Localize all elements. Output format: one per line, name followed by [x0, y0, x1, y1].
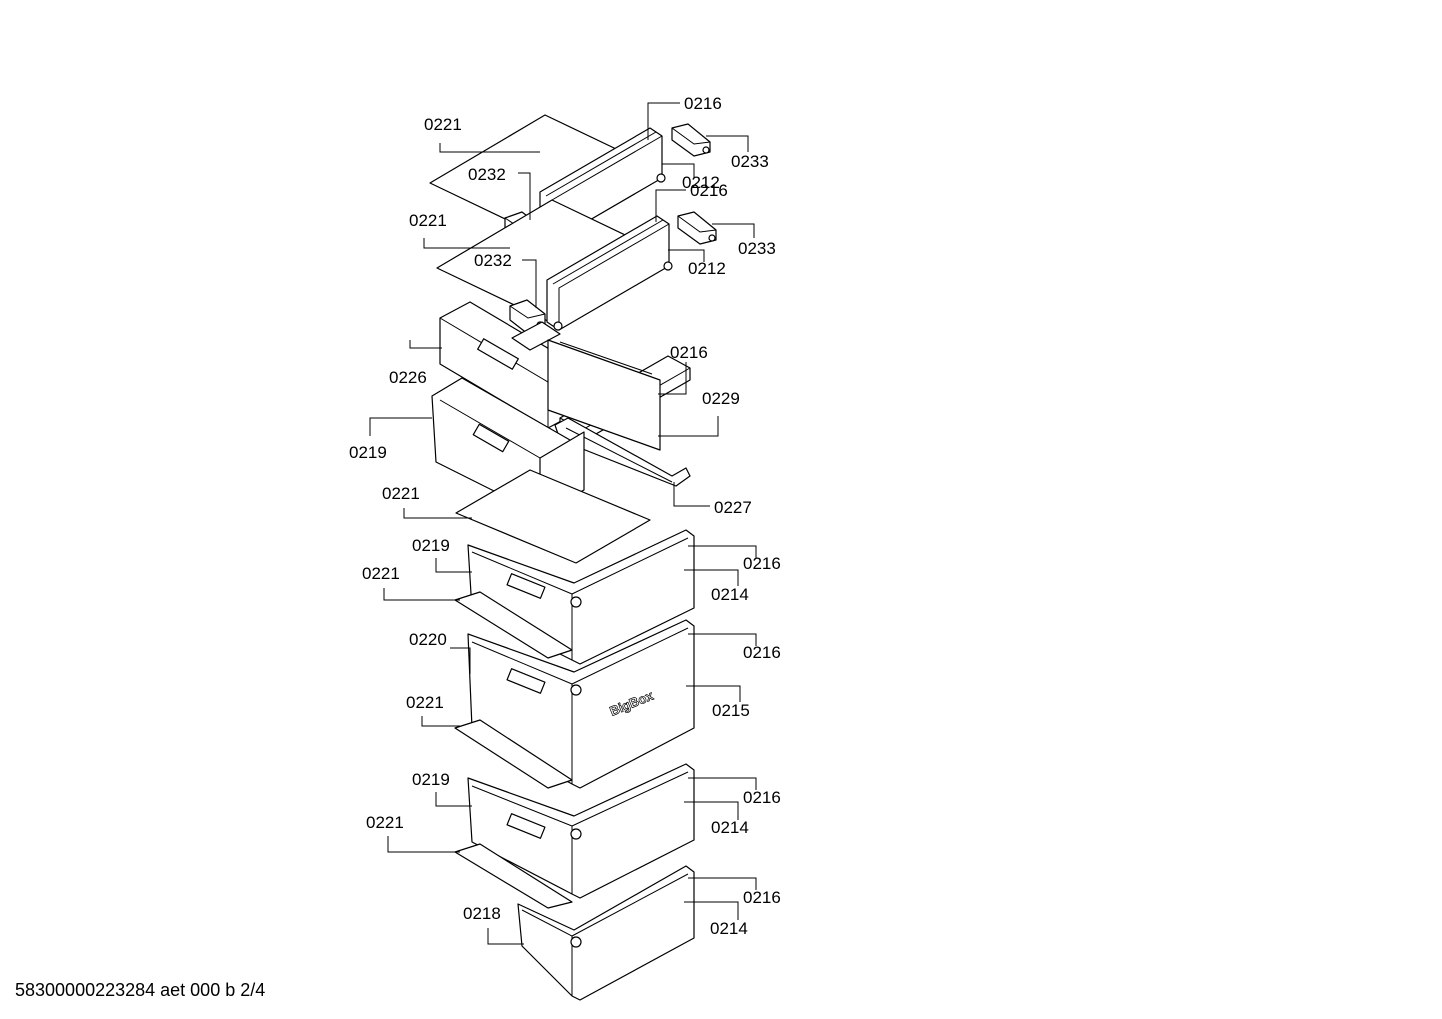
part-label: 0232 [474, 251, 512, 270]
part-label: 0214 [711, 818, 749, 837]
part-label: 0219 [412, 770, 450, 789]
part-label: 0216 [690, 181, 728, 200]
part-label: 0212 [682, 173, 720, 192]
part-label: 0219 [412, 536, 450, 555]
leader-lines [369, 102, 757, 945]
part-label: 0221 [424, 115, 462, 134]
document-id: 58300000223284 aet 000 b 2/4 [15, 980, 266, 1000]
part-label: 0219 [349, 443, 387, 462]
glass-shelf-third[interactable] [455, 469, 651, 564]
part-label: 0216 [743, 888, 781, 907]
part-label: 0216 [670, 343, 708, 362]
part-label: 0233 [731, 152, 769, 171]
part-label: 0214 [711, 585, 749, 604]
drawer-floor-middle-lower[interactable] [454, 843, 573, 909]
part-label: 0220 [409, 630, 447, 649]
part-label: 0216 [743, 788, 781, 807]
part-label: 0221 [409, 211, 447, 230]
part-label: 0221 [406, 693, 444, 712]
part-label: 0221 [362, 564, 400, 583]
part-label: 0227 [714, 498, 752, 517]
part-label: 0214 [710, 919, 748, 938]
shelf-clip-second[interactable] [677, 211, 717, 245]
part-label: 0229 [702, 389, 740, 408]
part-label: 0215 [712, 701, 750, 720]
part-label: 0233 [738, 239, 776, 258]
part-label: 0216 [684, 94, 722, 113]
shelf-clip-top[interactable] [671, 123, 711, 157]
part-label: 0212 [688, 259, 726, 278]
guide-rail[interactable] [547, 339, 691, 487]
drawer-floor-bigbox[interactable] [454, 719, 573, 789]
part-label: 0218 [463, 904, 501, 923]
part-labels: 0216 0221 0233 0232 0212 0216 0221 0233 … [349, 94, 781, 938]
part-label: 0232 [468, 165, 506, 184]
part-label: 0216 [743, 643, 781, 662]
bigbox-drawer[interactable]: BigBox [467, 619, 695, 789]
part-label: 0221 [366, 813, 404, 832]
shelf-front-trim-second[interactable] [546, 215, 673, 331]
part-label: 0226 [389, 368, 427, 387]
drawer-floor-middle-upper[interactable] [454, 591, 573, 659]
drawer-bottom[interactable] [517, 865, 695, 1001]
part-label: 0221 [382, 484, 420, 503]
part-label: 0216 [743, 554, 781, 573]
